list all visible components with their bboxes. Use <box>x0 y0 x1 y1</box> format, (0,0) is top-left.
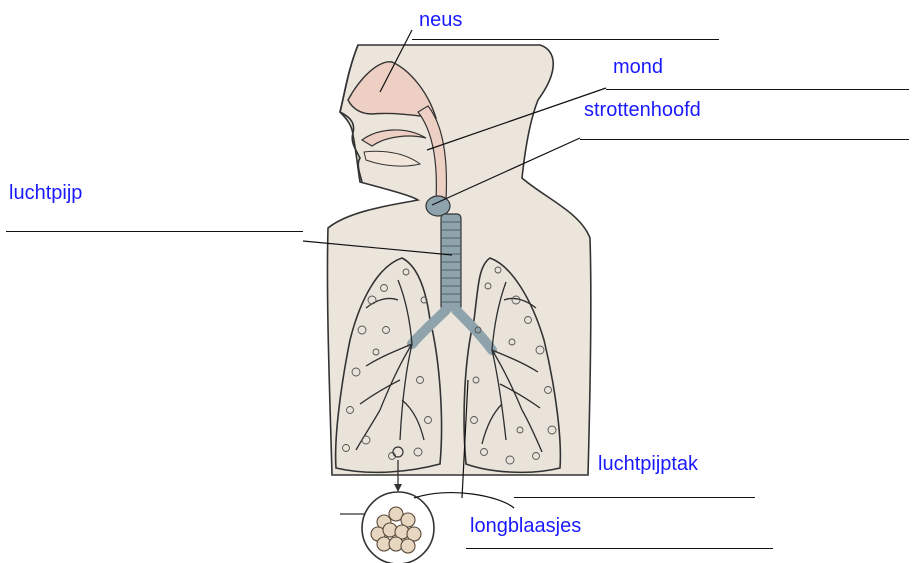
answer-line-luchtpijptak <box>514 497 755 498</box>
magnify-arrow-head <box>394 484 402 492</box>
answer-line-strottenhoofd <box>580 139 909 140</box>
label-strottenhoofd: strottenhoofd <box>584 100 701 120</box>
answer-line-luchtpijp <box>6 231 303 232</box>
answer-line-neus <box>412 39 719 40</box>
answer-line-longblaasjes <box>466 548 773 549</box>
answer-line-mond <box>606 89 909 90</box>
label-longblaasjes: longblaasjes <box>470 516 581 536</box>
label-neus: neus <box>419 10 462 30</box>
leader-line-longblaasjes <box>414 493 514 508</box>
label-luchtpijptak: luchtpijptak <box>598 454 698 474</box>
label-luchtpijp: luchtpijp <box>9 183 82 203</box>
label-mond: mond <box>613 57 663 77</box>
